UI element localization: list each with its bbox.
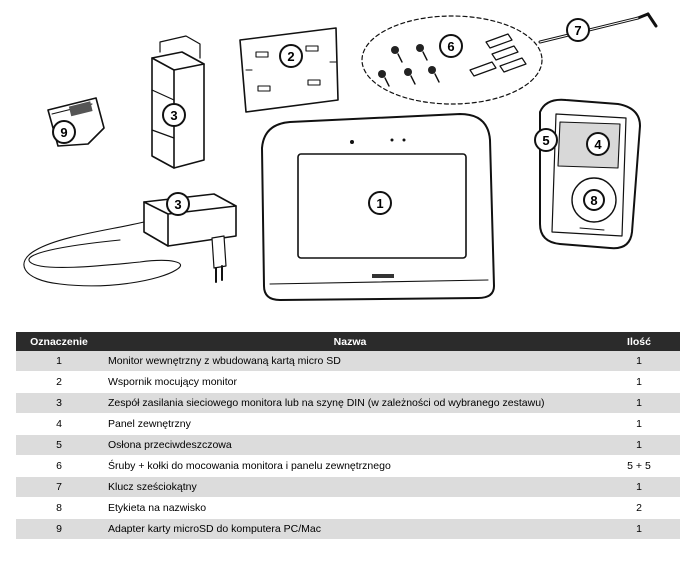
row-qty: 5 + 5 xyxy=(598,455,680,477)
svg-text:3: 3 xyxy=(174,197,181,212)
row-name: Zespół zasilania sieciowego monitora lub… xyxy=(102,392,598,414)
row-name: Osłona przeciwdeszczowa xyxy=(102,434,598,456)
table-row: 2 Wspornik mocujący monitor 1 xyxy=(16,371,680,393)
table-row: 7 Klucz sześciokątny 1 xyxy=(16,476,680,498)
svg-text:3: 3 xyxy=(170,108,177,123)
row-qty: 1 xyxy=(598,518,680,540)
callout-5: 5 xyxy=(534,128,558,152)
row-id: 4 xyxy=(16,413,102,435)
row-name: Etykieta na nazwisko xyxy=(102,497,598,519)
table-header-row: Oznaczenie Nazwa Ilość xyxy=(16,332,680,351)
row-id: 3 xyxy=(16,392,102,414)
row-id: 6 xyxy=(16,455,102,477)
row-name: Monitor wewnętrzny z wbudowaną kartą mic… xyxy=(102,351,598,372)
svg-text:8: 8 xyxy=(590,193,597,208)
hex-key-drawing xyxy=(538,12,658,44)
row-id: 1 xyxy=(16,351,102,372)
parts-table: Oznaczenie Nazwa Ilość 1 Monitor wewnętr… xyxy=(16,332,680,540)
callout-7: 7 xyxy=(566,18,590,42)
callout-4: 4 xyxy=(586,132,610,156)
table-row: 3 Zespół zasilania sieciowego monitora l… xyxy=(16,392,680,414)
outdoor-panel-drawing xyxy=(539,98,641,250)
svg-text:9: 9 xyxy=(60,125,67,140)
callout-3b: 3 xyxy=(166,192,190,216)
row-id: 5 xyxy=(16,434,102,456)
table-row: 4 Panel zewnętrzny 1 xyxy=(16,413,680,435)
row-id: 8 xyxy=(16,497,102,519)
header-name: Nazwa xyxy=(102,332,598,351)
row-name: Wspornik mocujący monitor xyxy=(102,371,598,393)
callout-3a: 3 xyxy=(162,103,186,127)
bracket-drawing xyxy=(239,27,339,113)
row-name: Adapter karty microSD do komputera PC/Ma… xyxy=(102,518,598,540)
svg-text:7: 7 xyxy=(574,23,581,38)
row-id: 7 xyxy=(16,476,102,498)
svg-text:5: 5 xyxy=(542,133,549,148)
kit-contents-illustration: 1 2 3 3 4 5 6 7 8 9 xyxy=(23,12,658,301)
callout-2: 2 xyxy=(279,44,303,68)
callout-6: 6 xyxy=(439,34,463,58)
row-name: Klucz sześciokątny xyxy=(102,476,598,498)
svg-text:1: 1 xyxy=(376,196,383,211)
row-qty: 1 xyxy=(598,371,680,393)
svg-text:2: 2 xyxy=(287,49,294,64)
row-qty: 1 xyxy=(598,476,680,498)
row-qty: 1 xyxy=(598,413,680,435)
screws-drawing xyxy=(361,15,543,105)
din-supply-drawing xyxy=(151,35,205,169)
svg-text:6: 6 xyxy=(447,39,454,54)
table-row: 8 Etykieta na nazwisko 2 xyxy=(16,497,680,519)
header-qty: Ilość xyxy=(598,332,680,351)
svg-text:4: 4 xyxy=(594,137,602,152)
table-row: 6 Śruby + kołki do mocowania monitora i … xyxy=(16,455,680,477)
table-row: 1 Monitor wewnętrzny z wbudowaną kartą m… xyxy=(16,351,680,372)
table-row: 5 Osłona przeciwdeszczowa 1 xyxy=(16,434,680,456)
callout-8: 8 xyxy=(583,189,605,211)
row-name: Panel zewnętrzny xyxy=(102,413,598,435)
row-qty: 1 xyxy=(598,434,680,456)
row-qty: 1 xyxy=(598,392,680,414)
row-id: 9 xyxy=(16,518,102,540)
row-id: 2 xyxy=(16,371,102,393)
callout-9: 9 xyxy=(52,120,76,144)
header-id: Oznaczenie xyxy=(16,332,102,351)
row-name: Śruby + kołki do mocowania monitora i pa… xyxy=(102,455,598,477)
row-qty: 1 xyxy=(598,351,680,372)
wall-supply-drawing xyxy=(23,193,237,287)
callout-1: 1 xyxy=(368,191,392,215)
row-qty: 2 xyxy=(598,497,680,519)
table-row: 9 Adapter karty microSD do komputera PC/… xyxy=(16,518,680,540)
